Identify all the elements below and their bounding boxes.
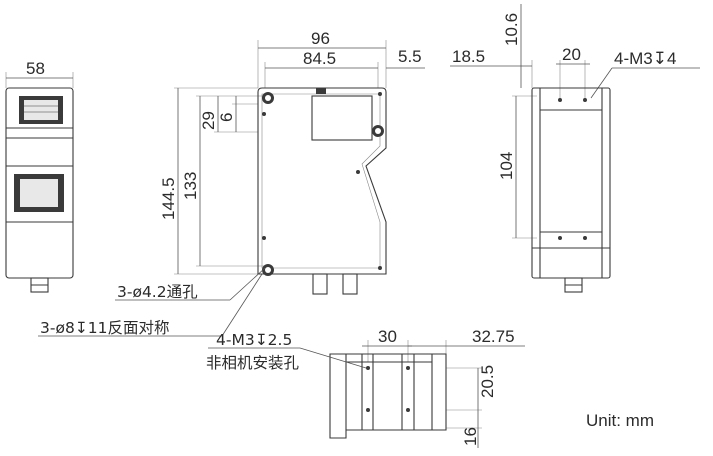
front-view: 96 84.5 5.5 144.5 133 29 6 <box>159 29 425 295</box>
bottom-view: 30 32.75 20.5 16 <box>329 327 525 448</box>
left-view: 58 <box>5 59 74 293</box>
bottom-spacing-dim: 30 <box>378 327 397 346</box>
front-top-dim-29: 29 <box>199 111 218 130</box>
right-offset-dim: 18.5 <box>452 47 485 66</box>
through-hole-callout: 3-ø4.2通孔 <box>117 283 198 301</box>
right-hole-spacing-dim: 20 <box>562 45 581 64</box>
front-inner-width-dim: 84.5 <box>303 49 336 68</box>
callouts: 3-ø4.2通孔 3-ø8↧11反面对称 4-M3↧2.5 非相机安装孔 Uni… <box>38 267 654 430</box>
bottom-vertical-dim-2: 16 <box>461 427 480 446</box>
right-view: 18.5 10.6 20 4-M3↧4 104 <box>450 4 700 293</box>
right-top-dim: 10.6 <box>502 13 521 46</box>
front-inner-height-dim: 133 <box>181 172 200 200</box>
front-top-dim-6: 6 <box>217 113 236 122</box>
bottom-vertical-dim-1: 20.5 <box>478 365 497 398</box>
unit-label: Unit: mm <box>586 411 654 430</box>
right-hole-label: 4-M3↧4 <box>614 49 676 68</box>
mount-thread-callout: 4-M3↧2.5 <box>216 331 292 349</box>
right-height-dim: 104 <box>497 152 516 180</box>
mount-note-callout: 非相机安装孔 <box>206 354 300 372</box>
front-width-dim: 96 <box>311 29 330 48</box>
front-offset-dim: 5.5 <box>398 47 422 66</box>
left-view-width-dim: 58 <box>26 59 45 78</box>
counterbore-callout: 3-ø8↧11反面对称 <box>40 319 170 337</box>
bottom-overall-dim: 32.75 <box>472 327 515 346</box>
front-height-dim: 144.5 <box>159 177 178 220</box>
